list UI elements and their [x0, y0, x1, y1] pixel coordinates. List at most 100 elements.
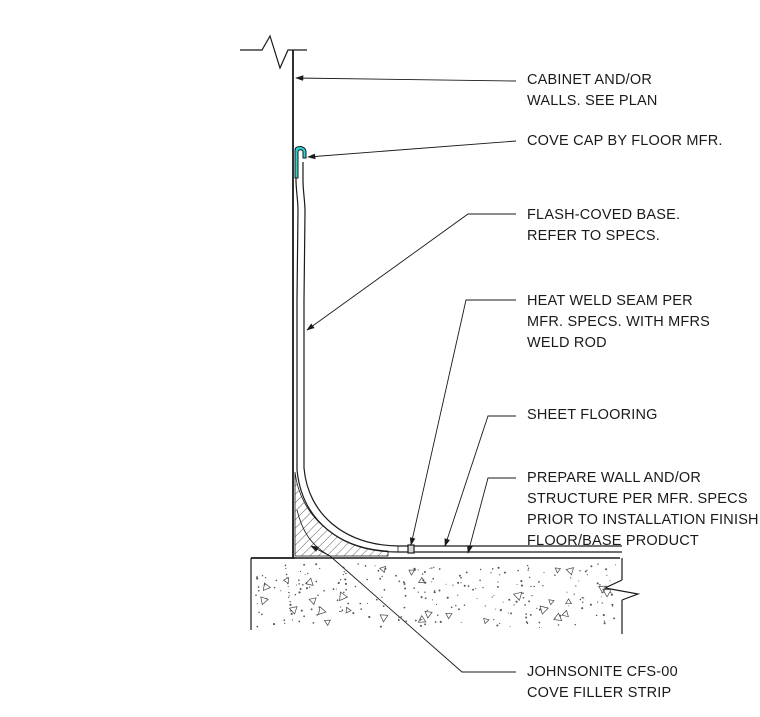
concrete-dot	[542, 585, 544, 587]
concrete-dot	[341, 609, 344, 612]
concrete-dot	[374, 565, 376, 567]
concrete-dot	[284, 622, 286, 624]
concrete-dot	[397, 619, 400, 621]
concrete-dot	[582, 601, 584, 604]
callout-line: FLOOR/BASE PRODUCT	[527, 533, 699, 549]
leader-flash-coved	[306, 213, 516, 331]
concrete-dot	[586, 574, 589, 576]
concrete-dot	[298, 620, 301, 623]
leader-lines	[295, 75, 517, 673]
concrete-dot	[431, 599, 434, 601]
concrete-dot	[424, 597, 427, 600]
concrete-dot	[403, 583, 406, 585]
concrete-dot	[497, 581, 499, 583]
concrete-dot	[438, 568, 441, 570]
callout-line: STRUCTURE PER MFR. SPECS	[527, 491, 748, 507]
concrete-dot	[479, 579, 481, 582]
concrete-dot	[612, 605, 614, 607]
concrete-aggregate	[565, 567, 574, 576]
concrete-dot	[606, 574, 608, 576]
concrete-dot	[343, 591, 345, 594]
callout-line: CABINET AND/OR	[527, 72, 653, 88]
callout-line: SHEET FLOORING	[527, 407, 658, 423]
wall	[240, 34, 307, 558]
concrete-dot	[611, 603, 614, 606]
concrete-dot	[434, 591, 436, 594]
callout-line: PRIOR TO INSTALLATION FINISH	[527, 512, 759, 528]
leader-prepare-wall	[467, 477, 516, 554]
concrete-dot	[417, 591, 419, 593]
concrete-aggregate	[554, 567, 562, 574]
concrete-aggregate	[602, 589, 612, 598]
concrete-dot	[347, 603, 349, 605]
concrete-dot	[490, 572, 492, 574]
concrete-dot	[446, 596, 449, 599]
concrete-dot	[479, 568, 482, 571]
concrete-dot	[538, 621, 541, 624]
callout-line: COVE FILLER STRIP	[527, 685, 672, 701]
concrete-dot	[509, 626, 511, 628]
concrete-dot	[423, 571, 426, 573]
concrete-dot	[332, 588, 335, 591]
callout-sheet-flooring: SHEET FLOORING	[527, 405, 658, 426]
concrete-aggregate	[379, 614, 389, 623]
concrete-aggregate	[417, 576, 426, 584]
concrete-dot	[575, 585, 577, 587]
concrete-aggregate	[308, 597, 317, 606]
concrete-dot	[467, 585, 470, 587]
concrete-dot	[296, 584, 298, 586]
concrete-dot	[603, 620, 606, 622]
concrete-dot	[538, 626, 541, 628]
concrete-dot	[379, 577, 382, 580]
concrete-dot	[450, 606, 453, 609]
concrete-dot	[299, 570, 302, 573]
concrete-dot	[527, 569, 529, 571]
concrete-dot	[533, 585, 535, 588]
concrete-dot	[417, 569, 419, 571]
concrete-aggregate	[561, 609, 569, 618]
concrete-dot	[381, 596, 383, 599]
concrete-dot	[289, 603, 292, 606]
concrete-dot	[255, 594, 257, 596]
concrete-dot	[414, 619, 417, 622]
concrete-dot	[476, 598, 478, 600]
concrete-aggregate	[260, 596, 269, 606]
concrete-dot	[289, 601, 291, 603]
concrete-dot	[581, 607, 584, 610]
concrete-dot	[258, 611, 260, 614]
concrete-dot	[256, 577, 259, 580]
concrete-dot	[554, 574, 556, 577]
concrete-dot	[395, 574, 397, 577]
concrete-slab	[250, 557, 641, 634]
concrete-dot	[312, 622, 315, 624]
concrete-dot	[342, 574, 344, 576]
concrete-dot	[579, 598, 582, 601]
concrete-dot	[590, 565, 593, 568]
concrete-dot	[597, 563, 599, 565]
concrete-aggregate	[424, 610, 433, 619]
concrete-dot	[366, 578, 369, 581]
concrete-dot	[522, 596, 525, 599]
concrete-dot	[573, 593, 575, 595]
leader-cove-cap	[307, 140, 517, 160]
concrete-dot	[484, 605, 486, 607]
concrete-dot	[264, 576, 267, 579]
concrete-dot	[570, 577, 572, 579]
concrete-aggregate	[288, 606, 298, 615]
concrete-dot	[283, 619, 286, 622]
concrete-dot	[294, 593, 297, 596]
concrete-aggregate	[323, 619, 331, 627]
concrete-dot	[493, 619, 495, 621]
concrete-dot	[520, 584, 524, 587]
callout-line: MFR. SPECS. WITH MFRS	[527, 314, 711, 330]
callout-prepare-wall: PREPARE WALL AND/OR STRUCTURE PER MFR. S…	[527, 468, 759, 552]
callout-line: PREPARE WALL AND/OR	[527, 470, 702, 486]
concrete-dot	[457, 594, 459, 596]
concrete-dot	[609, 580, 611, 582]
concrete-dot	[497, 566, 500, 569]
concrete-dot	[260, 614, 263, 616]
concrete-dot	[568, 605, 570, 607]
callout-line: JOHNSONITE CFS-00	[527, 664, 678, 680]
concrete-dot	[383, 588, 386, 591]
concrete-dot	[502, 601, 504, 603]
